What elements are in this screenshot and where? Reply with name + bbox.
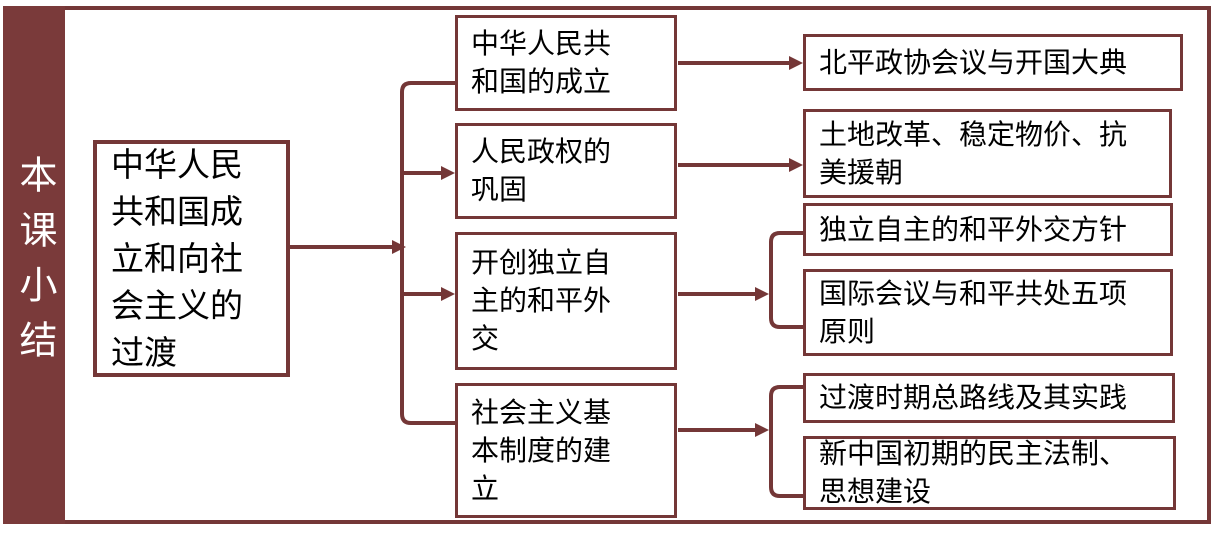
sidebar: 本课小结 <box>3 6 65 524</box>
consolidation-to-leaf-arrow-icon <box>789 158 803 172</box>
socialist-bus <box>769 385 804 498</box>
node-leaf-land-reform-prices-korea: 土地改革、稳定物价、抗 美援朝 <box>803 109 1172 198</box>
founding-to-leaf-arrow-icon <box>789 56 803 70</box>
bus-to-branch2-arrow-icon <box>441 166 455 180</box>
diplomacy-bus <box>769 231 804 329</box>
bus-to-branch3-arrow-icon <box>441 287 455 301</box>
node-leaf-democracy-legal-ideology: 新中国初期的民主法制、 思想建设 <box>803 436 1176 510</box>
node-leaf-beiping-cppcc-founding-ceremony: 北平政协会议与开国大典 <box>803 34 1183 91</box>
node-branch-socialist-system: 社会主义基 本制度的建 立 <box>455 383 677 518</box>
node-branch-power-consolidation: 人民政权的 巩固 <box>455 123 677 219</box>
node-branch-prc-founding: 中华人民共 和国的成立 <box>455 15 677 111</box>
node-branch-independent-diplomacy: 开创独立自 主的和平外 交 <box>455 232 677 370</box>
diplomacy-to-bus-arrow-icon <box>755 287 769 301</box>
node-leaf-diplomacy-policy: 独立自主的和平外交方针 <box>803 203 1173 256</box>
socialist-to-bus-arrow-icon <box>755 423 769 437</box>
root-to-branches-arrow-icon <box>392 240 406 254</box>
branches-bus <box>400 81 456 425</box>
node-leaf-five-principles: 国际会议与和平共处五项 原则 <box>803 269 1173 356</box>
node-root: 中华人民 共和国成 立和向社 会主义的 过渡 <box>93 140 290 377</box>
node-leaf-transition-general-line: 过渡时期总路线及其实践 <box>803 373 1175 423</box>
sidebar-title: 本课小结 <box>13 155 55 375</box>
